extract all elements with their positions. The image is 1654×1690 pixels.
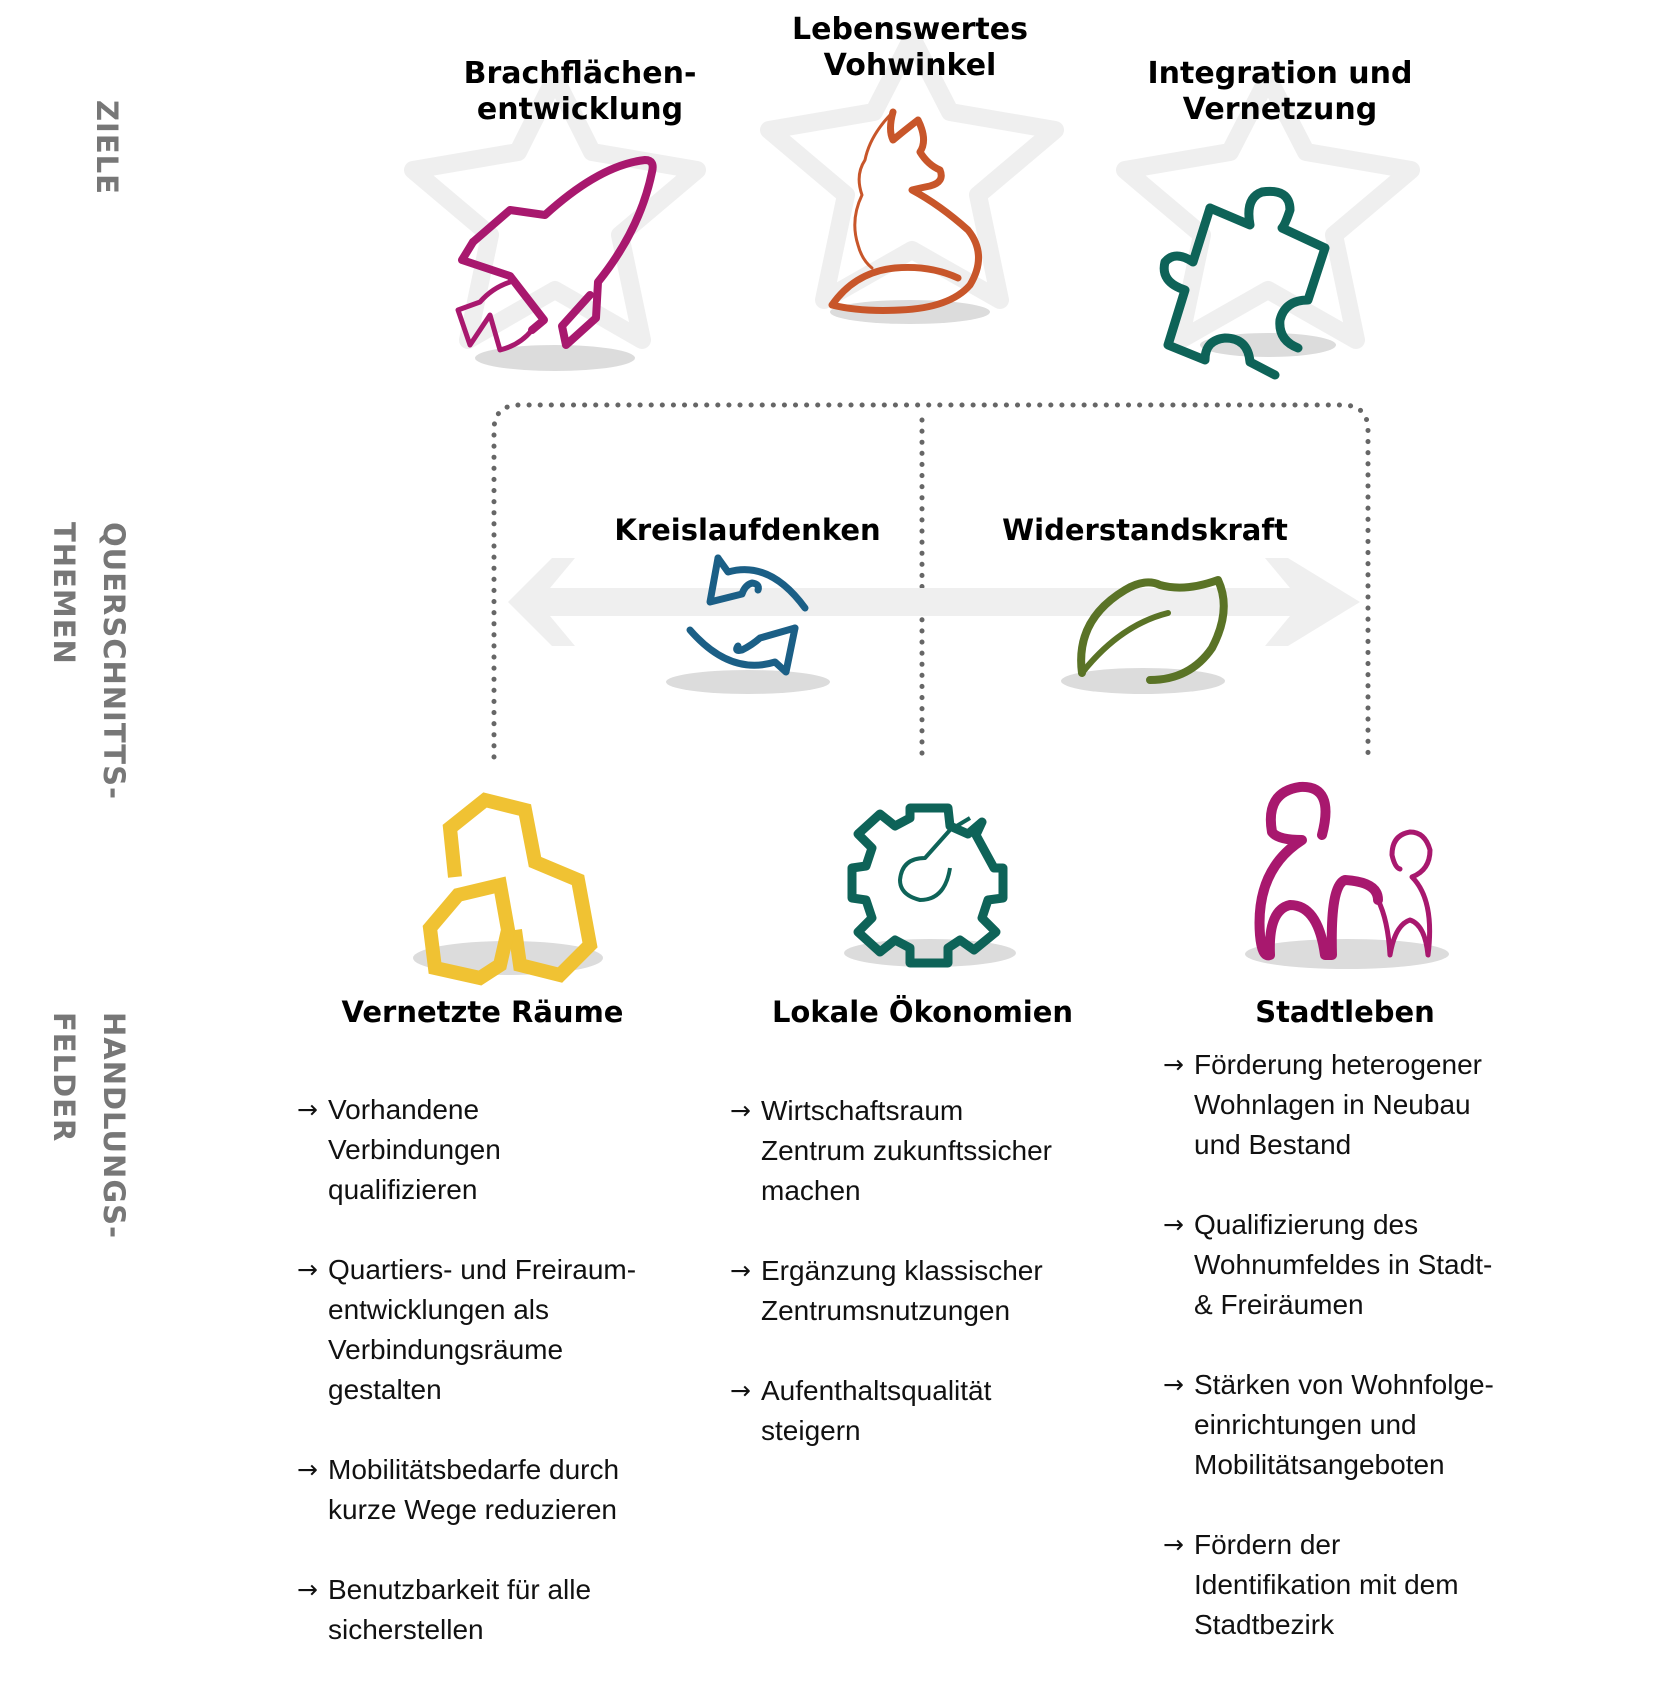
list-item: → Benutzbarkeit für alle sicherstellen — [297, 1570, 697, 1650]
arrow-right-icon: → — [297, 1455, 318, 1484]
section-label-handlung-line1: HANDLUNGS- — [97, 1012, 131, 1240]
arrow-right-icon: → — [730, 1256, 751, 1285]
puzzle-icon — [1159, 186, 1336, 380]
list-item-line: Identifikation mit dem — [1194, 1569, 1459, 1600]
field-title-stadtleben: Stadtleben — [1255, 995, 1435, 1029]
list-item-line: Ergänzung klassischer — [761, 1255, 1043, 1286]
section-label-querschnitt-line2: THEMEN — [47, 522, 81, 665]
people-icon — [1245, 781, 1449, 969]
list-item-line: Fördern der — [1194, 1529, 1341, 1560]
list-item: → Stärken von Wohnfolge-einrichtungen und… — [1163, 1365, 1633, 1485]
arrow-right-icon: → — [297, 1095, 318, 1124]
list-item-line: einrichtungen und — [1194, 1409, 1417, 1440]
list-item-line: Zentrum zukunftssicher — [761, 1135, 1052, 1166]
goal-title-line2: entwicklung — [476, 92, 684, 127]
rocket-icon — [455, 156, 657, 371]
list-item: → Mobilitätsbedarfe durch kurze Wege reduz… — [297, 1450, 697, 1530]
list-item-line: Wohnumfeldes in Stadt- — [1194, 1249, 1493, 1280]
section-label-querschnitt-line1: QUERSCHNITTS- — [97, 522, 131, 800]
list-item-line: Wirtschaftsraum — [761, 1095, 964, 1126]
list-item-line: sicherstellen — [328, 1614, 484, 1645]
arrow-right-icon: → — [297, 1575, 318, 1604]
section-label-ziele: ZIELE — [82, 100, 132, 195]
list-item-line: machen — [761, 1175, 861, 1206]
list-item-line: kurze Wege reduzieren — [328, 1494, 617, 1525]
arrow-right-icon: → — [1163, 1050, 1184, 1079]
list-item-line: Zentrumsnutzungen — [761, 1295, 1011, 1326]
list-item-line: qualifizieren — [328, 1174, 478, 1205]
goal-title-line1: Integration und — [1147, 56, 1413, 91]
list-item-line: Qualifizierung des — [1194, 1209, 1419, 1240]
goal-title-line1: Brachflächen- — [463, 56, 697, 91]
list-item-line: Stadtbezirk — [1194, 1609, 1335, 1640]
shadow-ellipse — [1245, 939, 1449, 969]
list-item-line: Mobilitätsbedarfe durch — [328, 1454, 620, 1485]
theme-title-widerstandskraft: Widerstandskraft — [1002, 513, 1288, 547]
list-item: → Aufenthaltsqualität steigern — [730, 1371, 1130, 1451]
goal-title-brachflaechen: Brachflächen- entwicklung — [440, 56, 720, 128]
list-item-line: Aufenthaltsqualität — [761, 1375, 992, 1406]
field-title-vernetzte-raeume: Vernetzte Räume — [341, 995, 624, 1029]
list-item-line: entwicklungen als — [328, 1294, 550, 1325]
list-item-line: Benutzbarkeit für alle — [328, 1574, 592, 1605]
arrow-right-icon: → — [730, 1376, 751, 1405]
list-item-line: gestalten — [328, 1374, 442, 1405]
fox-icon — [828, 108, 990, 324]
field-title-lokale-oekonomien: Lokale Ökonomien — [771, 995, 1074, 1029]
list-item-line: steigern — [761, 1415, 861, 1446]
star-outline-icon — [760, 29, 1064, 309]
section-label-handlungsfelder: HANDLUNGS- FELDER — [39, 1012, 139, 1239]
arrow-right-icon: → — [1163, 1210, 1184, 1239]
honeycomb-icon — [413, 792, 603, 986]
double-arrow — [508, 558, 1360, 646]
goal-title-integration: Integration und Vernetzung — [1120, 56, 1440, 128]
shadow-ellipse — [475, 345, 635, 371]
list-item-line: Mobilitätsangeboten — [1194, 1449, 1445, 1480]
star-background-1 — [404, 29, 1420, 349]
leaf-icon — [1061, 576, 1228, 694]
section-label-querschnittsthemen: QUERSCHNITTS- THEMEN — [39, 522, 139, 800]
list-item-line: Quartiers- und Freiraum- — [328, 1254, 637, 1285]
gear-icon — [844, 803, 1016, 968]
list-item-line: Förderung heterogener — [1194, 1049, 1482, 1080]
arrow-right-icon: → — [1163, 1530, 1184, 1559]
goal-title-line1: Lebenswertes — [792, 12, 1028, 47]
arrow-right-icon: → — [730, 1096, 751, 1125]
list-item-line: Vorhandene — [328, 1094, 480, 1125]
star-outline-icon — [404, 69, 706, 349]
list-item: → Quartiers- und Freiraum-entwicklungen a… — [297, 1250, 697, 1410]
list-item-line: Wohnlagen in Neubau — [1194, 1089, 1471, 1120]
goal-title-line2: Vohwinkel — [823, 48, 997, 83]
list-item-line: & Freiräumen — [1194, 1289, 1364, 1320]
goal-title-lebenswertes: Lebenswertes Vohwinkel — [760, 12, 1060, 84]
list-item-line: Verbindungsräume — [328, 1334, 564, 1365]
section-label-ziele-text: ZIELE — [90, 100, 124, 195]
goal-title-line2: Vernetzung — [1182, 92, 1378, 127]
arrow-right-icon: → — [297, 1255, 318, 1284]
shadow-ellipse — [666, 670, 830, 694]
theme-title-kreislaufdenken: Kreislaufdenken — [614, 513, 881, 547]
dotted-bracket-outline — [491, 402, 1371, 760]
list-item-line: Verbindungen — [328, 1134, 501, 1165]
star-outline-icon — [1116, 69, 1420, 349]
section-label-handlung-line2: FELDER — [47, 1012, 81, 1143]
arrow-right-icon: → — [1163, 1370, 1184, 1399]
recycle-arrows-icon — [666, 554, 830, 694]
list-item-line: und Bestand — [1194, 1129, 1352, 1160]
list-item-line: Stärken von Wohnfolge- — [1194, 1369, 1494, 1400]
